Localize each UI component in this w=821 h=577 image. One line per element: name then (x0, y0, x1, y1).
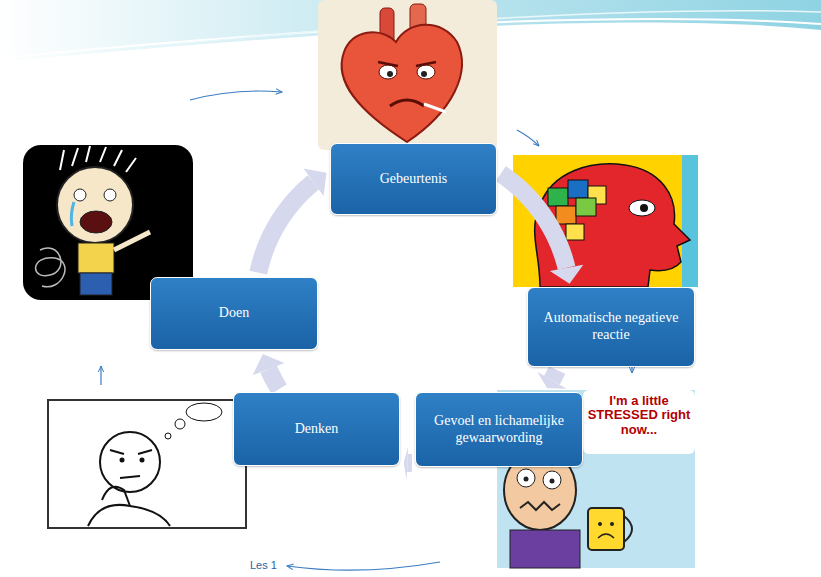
screaming-kid-picture-part (114, 232, 150, 250)
screaming-kid-picture-part (74, 189, 86, 201)
screaming-kid-picture-part (78, 243, 114, 273)
stressed-picture-part (517, 469, 535, 487)
small-arrows-part (517, 130, 539, 146)
arrow-head (537, 372, 566, 389)
cycle-box: Denken (233, 392, 400, 466)
box-text: Gevoel en lichamelijke gewaarwording (426, 413, 572, 447)
cycle-box: Gebeurtenis (330, 143, 497, 215)
head-puzzle-picture-part (640, 204, 648, 212)
cycle-arrow-body (501, 174, 567, 268)
heart-picture-part (342, 25, 462, 142)
heart-picture-part (318, 0, 497, 150)
cycle-arrow-body (258, 182, 313, 272)
head-puzzle-picture-part (682, 155, 698, 287)
stressed-picture-part (583, 390, 695, 454)
cycle-arrow (258, 169, 326, 273)
head-puzzle-picture-part (566, 224, 584, 240)
stressed-picture-part (510, 530, 580, 568)
box-text: Doen (219, 305, 249, 322)
head-puzzle-picture-part (548, 188, 568, 206)
head-puzzle-picture-part (556, 206, 576, 224)
stressed-picture-part (524, 477, 529, 482)
stressed-picture-part (598, 534, 614, 538)
cycle-box: Gevoel en lichamelijke gewaarwording (415, 392, 583, 467)
small-arrows-part (100, 366, 101, 385)
stressed-picture-part (520, 502, 560, 510)
stressed-picture-part (588, 508, 624, 550)
stressed-picture-part (610, 522, 614, 526)
thinker-picture-part (100, 432, 160, 492)
thinker-picture (48, 400, 246, 528)
head-puzzle-picture-part (568, 180, 588, 198)
screaming-kid-picture-part (57, 167, 133, 243)
cycle-arrow (404, 446, 412, 480)
cycle-arrow-body (407, 454, 412, 472)
thinker-picture-part (102, 487, 130, 506)
thinker-picture-part (186, 403, 222, 421)
stressed-picture-part (624, 516, 632, 542)
stressed-picture-part (550, 479, 555, 484)
cycle-arrow (537, 370, 566, 389)
thinker-picture-part (120, 476, 140, 478)
box-text: Gebeurtenis (380, 171, 448, 188)
thinker-picture-part (140, 458, 145, 463)
thinker-picture-part (48, 400, 246, 528)
small-arrows-part (631, 366, 632, 373)
screaming-kid-picture-part (80, 211, 112, 233)
heart-picture-part (421, 71, 427, 77)
thinker-picture-part (120, 458, 125, 463)
thinker-picture-part (175, 419, 185, 429)
cycle-arrow (253, 354, 285, 389)
arrow-head (304, 169, 327, 196)
box-text: Denken (295, 421, 339, 438)
screaming-kid-picture-part (104, 189, 116, 201)
cycle-arrow (501, 174, 584, 284)
stressed-picture-part (543, 471, 561, 489)
cycle-arrow-body (552, 370, 557, 380)
arrow-head (253, 354, 285, 375)
screaming-kid-picture-part (71, 202, 74, 226)
arrow-head (550, 265, 583, 284)
heart-picture (318, 0, 497, 150)
small-arrows-part (190, 91, 282, 100)
picture-caption: I'm a little STRESSED right now... (586, 394, 692, 437)
lesson-label: Les 1 (250, 559, 282, 571)
screaming-kid-picture-part (80, 273, 112, 295)
cycle-arrow-body (269, 369, 280, 389)
cycle-box: Doen (150, 277, 318, 350)
screaming-kid-picture-part (36, 248, 65, 287)
heart-picture-part (390, 100, 424, 106)
head-puzzle-picture-part (576, 198, 596, 216)
thinker-picture-part (165, 433, 171, 439)
box-text: Automatische negatieve reactie (538, 310, 684, 344)
thinker-picture-part (110, 450, 152, 454)
small-arrows-part (287, 562, 440, 570)
heart-picture-part (387, 71, 393, 77)
stressed-picture-part (598, 522, 602, 526)
cycle-box: Automatische negatieve reactie (527, 287, 695, 367)
head-puzzle-picture-part (629, 200, 655, 216)
thinker-picture-part (88, 505, 170, 526)
heart-picture-part (417, 65, 435, 79)
heart-picture-part (379, 65, 397, 79)
heart-picture-part (424, 104, 446, 112)
heart-picture-part (378, 62, 436, 66)
arrow-head (404, 446, 409, 480)
